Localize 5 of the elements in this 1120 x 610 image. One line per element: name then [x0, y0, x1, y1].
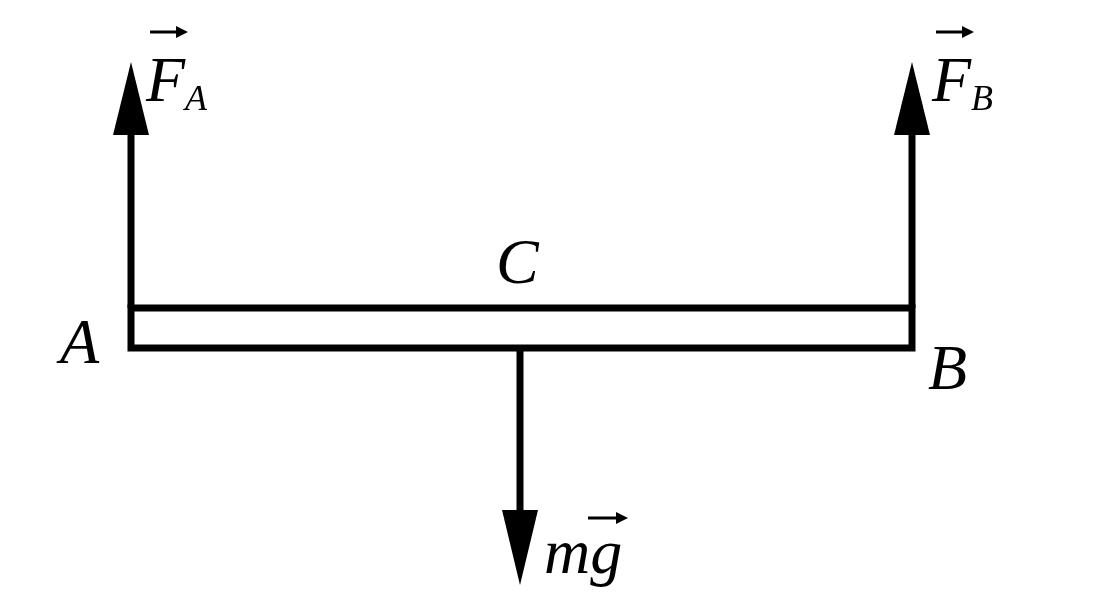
- point-label: B: [928, 336, 968, 400]
- force-label: F$_{A}$: [146, 48, 208, 116]
- beam: [127, 304, 916, 352]
- point-label: C: [496, 230, 539, 294]
- force-label: F$_{B}$: [932, 48, 994, 116]
